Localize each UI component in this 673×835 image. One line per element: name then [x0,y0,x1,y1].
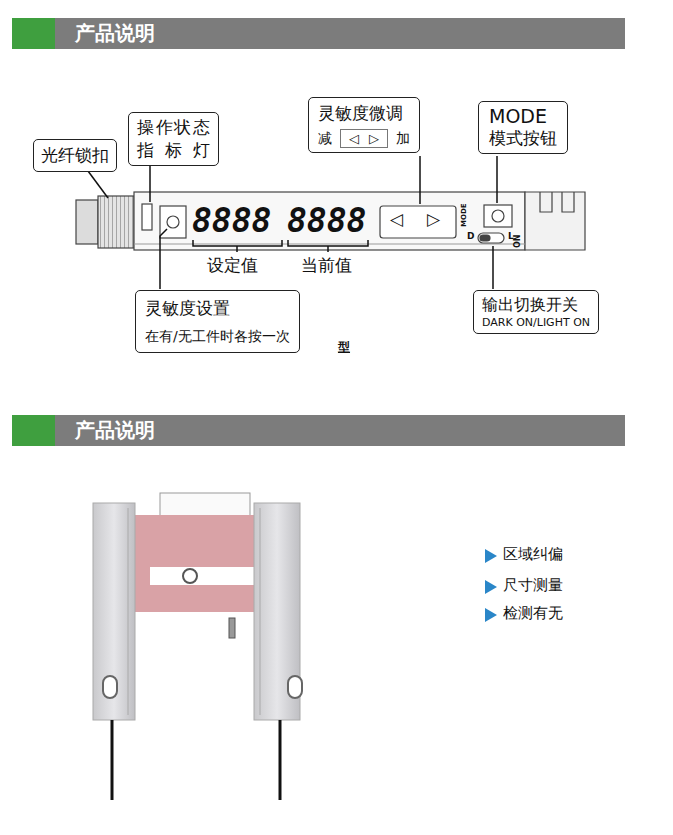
device-text: D [467,232,474,242]
button-symbol: ▷ [427,210,440,229]
display-label: 当前值 [301,256,352,275]
bullet [485,549,497,622]
header-text: 产品说明 [75,415,625,446]
section-header: 产品说明 [12,18,625,49]
callout-box: 光纤锁扣 [33,139,117,172]
button-symbol: ◁ [349,131,359,146]
leader-line [88,156,497,289]
feature-text: 区域纠偏 [503,546,563,563]
callout-title: 灵敏度设置 [145,297,290,320]
note: 型 [338,341,350,354]
u-sensor [93,493,302,800]
callout-body: 模式按钮 [489,127,557,150]
device-text: MODE [461,203,469,227]
callout-box: 操作状态 指 标 灯 [128,112,219,166]
header-text: 产品说明 [75,18,625,49]
bracket [193,240,368,252]
display-digits: 8888 [192,203,271,239]
callout-box: 输出切换开关DARK ON/LIGHT ON [473,290,599,334]
display-digits: 8888 [287,203,366,239]
callout-title: 操作状态 指 标 灯 [137,116,210,162]
callout-title: MODE [489,105,557,127]
callout-box: MODE模式按钮 [478,101,568,154]
adjust-label: 加 [396,130,410,148]
callout-title: 灵敏度微调 [318,102,410,125]
device-text: ON [514,235,523,249]
callout-body: DARK ON/LIGHT ON [482,316,590,329]
section-header: 产品说明 [12,415,625,446]
callout-title: 光纤锁扣 [41,144,109,167]
callout-title: 输出切换开关 [482,295,590,316]
feature-text: 尺寸测量 [503,577,563,594]
display-label: 设定值 [207,256,258,275]
callout-box: 灵敏度微调减◁▷加 [308,97,420,153]
button-symbol: ▷ [369,131,379,146]
callout-body: 在有/无工件时各按一次 [145,328,290,346]
amplifier-body [76,192,585,250]
adjust-label: 减 [318,130,332,148]
button-symbol: ◁ [390,210,403,229]
callout-box: 灵敏度设置在有/无工件时各按一次 [135,290,300,353]
device-text: L [508,232,514,242]
button-symbols: ◁▷ [340,129,388,148]
feature-text: 检测有无 [503,605,563,622]
